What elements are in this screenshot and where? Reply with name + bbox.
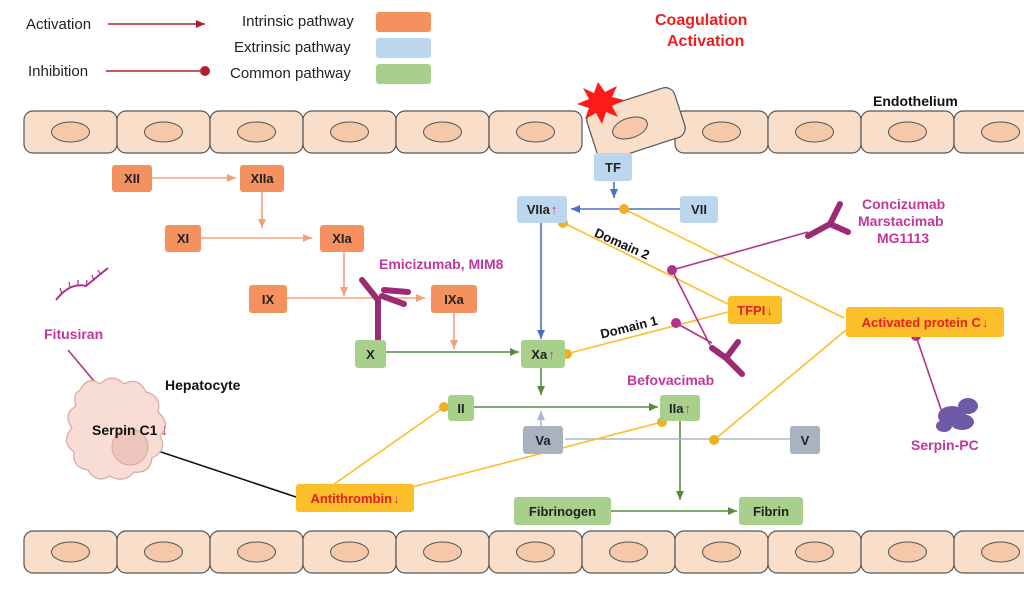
factor-viia: VIIa↑ xyxy=(517,196,567,223)
serpin-c1-label: Serpin C1↓ xyxy=(92,423,168,439)
factor-v: V xyxy=(790,426,820,454)
cell-nucleus xyxy=(795,121,834,143)
inhibitor-antithrombin-label: Antithrombin xyxy=(310,490,393,506)
legend-inhibition-label: Inhibition xyxy=(28,63,89,80)
down-arrow-icon: ↓ xyxy=(393,490,400,506)
concizumab-antibody-icon xyxy=(805,201,851,239)
factor-ii: II xyxy=(448,395,474,421)
down-arrow-icon: ↓ xyxy=(981,314,989,330)
factor-iia-label: IIa xyxy=(669,400,684,416)
factor-xiia: XIIa xyxy=(240,165,284,192)
cell-nucleus xyxy=(888,541,927,563)
injury-burst-icon xyxy=(577,82,624,124)
drug-serpin-pc: Serpin-PC xyxy=(911,437,979,453)
legend-extrinsic-label: Extrinsic pathway xyxy=(234,39,351,56)
cell-nucleus xyxy=(981,121,1020,143)
cell-nucleus xyxy=(330,541,369,563)
up-arrow-icon: ↑ xyxy=(550,202,558,217)
factor-ix: IX xyxy=(249,285,287,313)
legend-activation-label: Activation xyxy=(26,16,92,33)
factor-xa: Xa↑ xyxy=(521,340,565,368)
cell-nucleus xyxy=(423,121,462,143)
serpin-c1-text: Serpin C1 xyxy=(92,422,158,438)
cell-nucleus xyxy=(144,121,183,143)
cell-nucleus xyxy=(888,121,927,143)
up-arrow-icon: ↑ xyxy=(684,400,691,416)
befovacimab-antibody-icon xyxy=(709,339,745,377)
emicizumab-antibody-icon xyxy=(359,277,411,343)
down-arrow-icon: ↓ xyxy=(160,422,169,439)
cell-nucleus xyxy=(516,121,555,143)
serpin-pc-protein-icon xyxy=(936,398,978,432)
cell-nucleus xyxy=(702,541,741,563)
cell-nucleus xyxy=(702,121,741,143)
endothelium-top-layer xyxy=(23,110,1024,154)
cell-nucleus xyxy=(516,541,555,563)
endothelium-bottom-layer xyxy=(23,530,1024,574)
down-arrow-icon: ↓ xyxy=(766,302,773,318)
hepatocyte-cell xyxy=(65,377,167,480)
factor-vii: VII xyxy=(680,196,718,223)
inhibitor-apc-label: Activated protein C xyxy=(861,314,981,330)
title-line-2: Activation xyxy=(667,33,745,50)
cell-nucleus xyxy=(51,121,90,143)
endothelium-label: Endothelium xyxy=(873,93,958,109)
inhibitor-tfpi-label: TFPI xyxy=(737,302,766,318)
factor-viia-label: VIIa xyxy=(526,202,550,217)
drug-mg1113: MG1113 xyxy=(877,230,930,246)
legend-extrinsic-swatch xyxy=(376,38,431,58)
cell-nucleus xyxy=(144,541,183,563)
factor-fibrin: Fibrin xyxy=(739,497,803,525)
inhibitor-tfpi: TFPI↓ xyxy=(728,296,782,324)
factor-iia: IIa↑ xyxy=(660,395,700,421)
title-line-1: Coagulation xyxy=(655,12,748,29)
factor-xa-label: Xa xyxy=(531,346,548,362)
factor-x: X xyxy=(355,340,386,368)
cell-nucleus xyxy=(609,541,648,563)
factor-ixa: IXa xyxy=(431,285,477,313)
factor-xi: XI xyxy=(165,225,201,252)
factor-xia: XIa xyxy=(320,225,364,252)
up-arrow-icon: ↑ xyxy=(548,346,555,362)
inhibitor-antithrombin: Antithrombin↓ xyxy=(296,484,414,512)
legend-intrinsic-swatch xyxy=(376,12,431,32)
cell-nucleus xyxy=(795,541,834,563)
factor-va: Va xyxy=(523,426,563,454)
cell-nucleus xyxy=(981,541,1020,563)
cell-nucleus xyxy=(51,541,90,563)
inhibitor-activated-protein-c: Activated protein C↓ xyxy=(846,307,1004,337)
legend-intrinsic-label: Intrinsic pathway xyxy=(242,13,354,30)
factor-xii: XII xyxy=(112,165,152,192)
cell-nucleus xyxy=(237,121,276,143)
cell-nucleus xyxy=(330,121,369,143)
drug-concizumab: Concizumab xyxy=(862,196,946,212)
cell-nucleus xyxy=(237,541,276,563)
cell-nucleus xyxy=(423,541,462,563)
drug-fitusiran: Fitusiran xyxy=(44,326,104,342)
legend-inhibition-dot xyxy=(200,66,210,76)
drug-marstacimab: Marstacimab xyxy=(858,213,944,229)
factor-tf: TF xyxy=(594,153,632,181)
legend-common-swatch xyxy=(376,64,431,84)
legend-common-label: Common pathway xyxy=(230,65,351,82)
drug-emicizumab: Emicizumab, MIM8 xyxy=(379,256,504,272)
hepatocyte-label: Hepatocyte xyxy=(165,377,241,393)
drug-befovacimab: Befovacimab xyxy=(627,372,715,388)
factor-fibrinogen: Fibrinogen xyxy=(514,497,611,525)
